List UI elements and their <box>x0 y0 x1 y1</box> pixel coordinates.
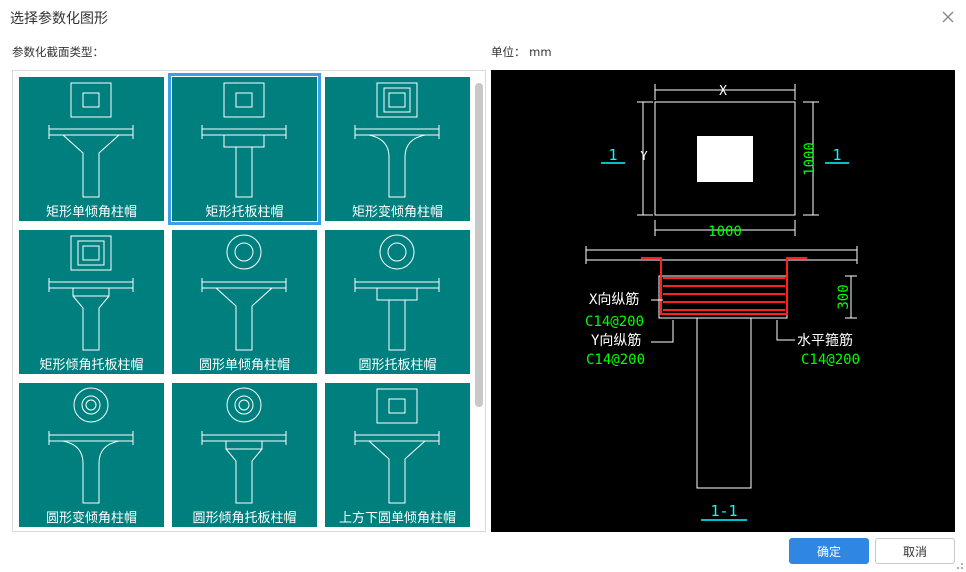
section-mark-left: 1 <box>608 146 617 164</box>
preview-canvas: X Y 1000 1000 1 1 300 X向纵筋 C14@200 Y向纵筋 … <box>491 70 955 532</box>
shape-tile[interactable]: 圆形单倾角柱帽 <box>172 230 317 374</box>
dialog-title: 选择参数化图形 <box>10 11 108 27</box>
y-rebar-label: Y向纵筋 <box>591 332 641 349</box>
circle-slope-drop-panel-cap-icon <box>201 387 287 504</box>
confirm-button[interactable]: 确定 <box>789 538 869 564</box>
resize-grip-icon[interactable] <box>954 560 964 570</box>
circle-variable-slope-cap-icon <box>48 387 134 504</box>
shape-tile-label: 矩形单倾角柱帽 <box>45 205 137 220</box>
section-types-label: 参数化截面类型： <box>12 45 104 59</box>
section-title: 1-1 <box>710 502 737 520</box>
dim-y-label: Y <box>640 149 648 163</box>
circle-drop-panel-cap-icon <box>354 234 440 351</box>
rect-drop-panel-cap-icon <box>201 82 287 198</box>
close-icon[interactable] <box>939 8 957 26</box>
shape-list[interactable]: 矩形单倾角柱帽 矩形托板柱帽 矩形变倾角柱帽矩形倾角托板柱帽 圆形单倾角柱帽 圆形托板柱… <box>12 70 486 532</box>
shape-tile[interactable]: 矩形托板柱帽 <box>168 73 321 225</box>
rect-variable-slope-cap-icon <box>354 82 440 198</box>
x-rebar-value: C14@200 <box>585 314 644 330</box>
dim-thickness-label: 300 <box>836 284 852 309</box>
dim-width-label: 1000 <box>708 224 742 240</box>
rect-single-slope-cap-icon <box>48 82 134 198</box>
shape-tile-label: 圆形变倾角柱帽 <box>45 511 137 526</box>
rect-slope-drop-panel-cap-icon <box>48 235 134 351</box>
dim-x-label: X <box>719 84 727 99</box>
shape-tile-label: 圆形单倾角柱帽 <box>198 358 290 373</box>
x-rebar-label: X向纵筋 <box>589 291 639 308</box>
shape-tile-label: 上方下圆单倾角柱帽 <box>338 511 456 526</box>
square-top-round-bottom-cap-icon <box>354 388 440 504</box>
shape-tile[interactable]: 上方下圆单倾角柱帽 <box>325 383 470 527</box>
shape-tile-label: 圆形托板柱帽 <box>358 358 437 373</box>
shape-tile-label: 矩形托板柱帽 <box>205 205 284 220</box>
scrollbar[interactable] <box>475 83 483 407</box>
stirrup-value: C14@200 <box>801 352 860 368</box>
dim-height-label: 1000 <box>802 142 818 176</box>
shape-tile-label: 矩形倾角托板柱帽 <box>39 358 144 373</box>
shape-tile[interactable]: 矩形变倾角柱帽 <box>325 77 470 221</box>
circle-single-slope-cap-icon <box>201 234 287 351</box>
y-rebar-value: C14@200 <box>586 352 645 368</box>
cancel-button[interactable]: 取消 <box>875 538 955 564</box>
unit-label: 单位： mm <box>491 45 552 59</box>
shape-tile[interactable]: 矩形倾角托板柱帽 <box>19 230 164 374</box>
shape-tile-label: 圆形倾角托板柱帽 <box>192 511 297 526</box>
shape-tile[interactable]: 圆形倾角托板柱帽 <box>172 383 317 527</box>
section-mark-right: 1 <box>832 146 841 164</box>
shape-tile-label: 矩形变倾角柱帽 <box>351 205 443 220</box>
shape-tile[interactable]: 矩形单倾角柱帽 <box>19 77 164 221</box>
shape-tile[interactable]: 圆形变倾角柱帽 <box>19 383 164 527</box>
shape-tile[interactable]: 圆形托板柱帽 <box>325 230 470 374</box>
stirrup-label: 水平箍筋 <box>797 332 853 349</box>
